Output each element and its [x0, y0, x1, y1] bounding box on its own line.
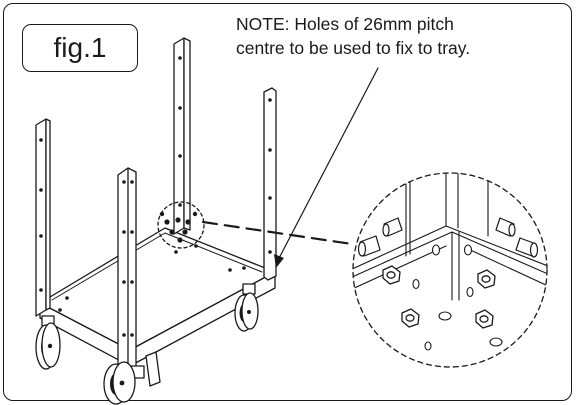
post-holes: [39, 56, 272, 337]
trolley-frame: [35, 37, 277, 371]
detail-bolts: [357, 217, 539, 258]
note-arrow: [274, 67, 379, 268]
detail-holes: [412, 244, 503, 351]
castor-back-right: [234, 283, 259, 332]
castor-back-left: [35, 315, 61, 370]
castor-front: [103, 351, 161, 405]
detail-nuts: [382, 265, 496, 329]
note-line-2: centre to be used to fix to tray.: [236, 38, 471, 58]
post-back-left: [35, 118, 51, 317]
detail-tray-edges: [353, 225, 547, 301]
figure-label-text: fig.1: [53, 32, 107, 63]
note-line-1: NOTE: Holes of 26mm pitch: [236, 14, 454, 34]
corner-bolt-cluster: [159, 211, 198, 243]
post-front: [117, 167, 137, 371]
tray-base: [39, 227, 276, 367]
dashed-leader-line: [201, 220, 354, 246]
post-back: [173, 37, 191, 235]
detail-view: [353, 173, 547, 351]
assembly-note: NOTE: Holes of 26mm pitch centre to be u…: [236, 12, 566, 60]
detail-callout-circle: [157, 201, 205, 249]
detail-view-circle: [352, 172, 548, 368]
figure-frame: [3, 3, 572, 401]
figure-label: fig.1: [22, 24, 138, 72]
